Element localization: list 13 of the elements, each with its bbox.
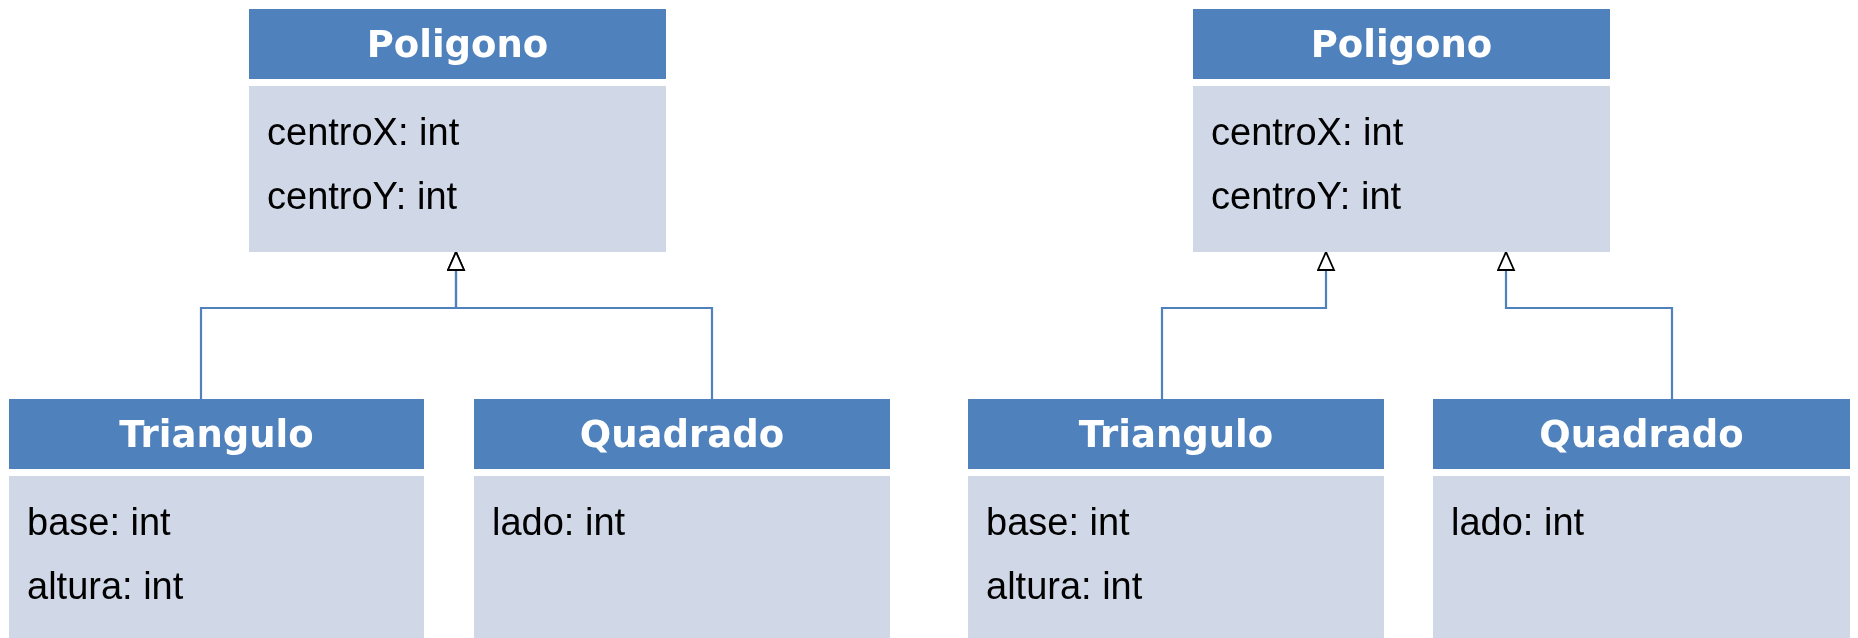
attribute-text: altura: int <box>27 564 184 609</box>
attribute-text: base: int <box>986 500 1130 545</box>
attribute-text: centroY: int <box>1211 174 1402 219</box>
attribute-text: centroY: int <box>267 174 458 219</box>
inheritance-arrow <box>1497 251 1674 399</box>
attribute-text: base: int <box>27 500 171 545</box>
attribute-text: altura: int <box>986 564 1143 609</box>
attribute-text: centroX: int <box>267 110 460 155</box>
attribute-text: lado: int <box>492 500 626 545</box>
attribute-text: lado: int <box>1451 500 1585 545</box>
attribute-text: centroX: int <box>1211 110 1404 155</box>
inheritance-arrow <box>447 251 714 399</box>
inheritance-arrow <box>1160 251 1335 399</box>
